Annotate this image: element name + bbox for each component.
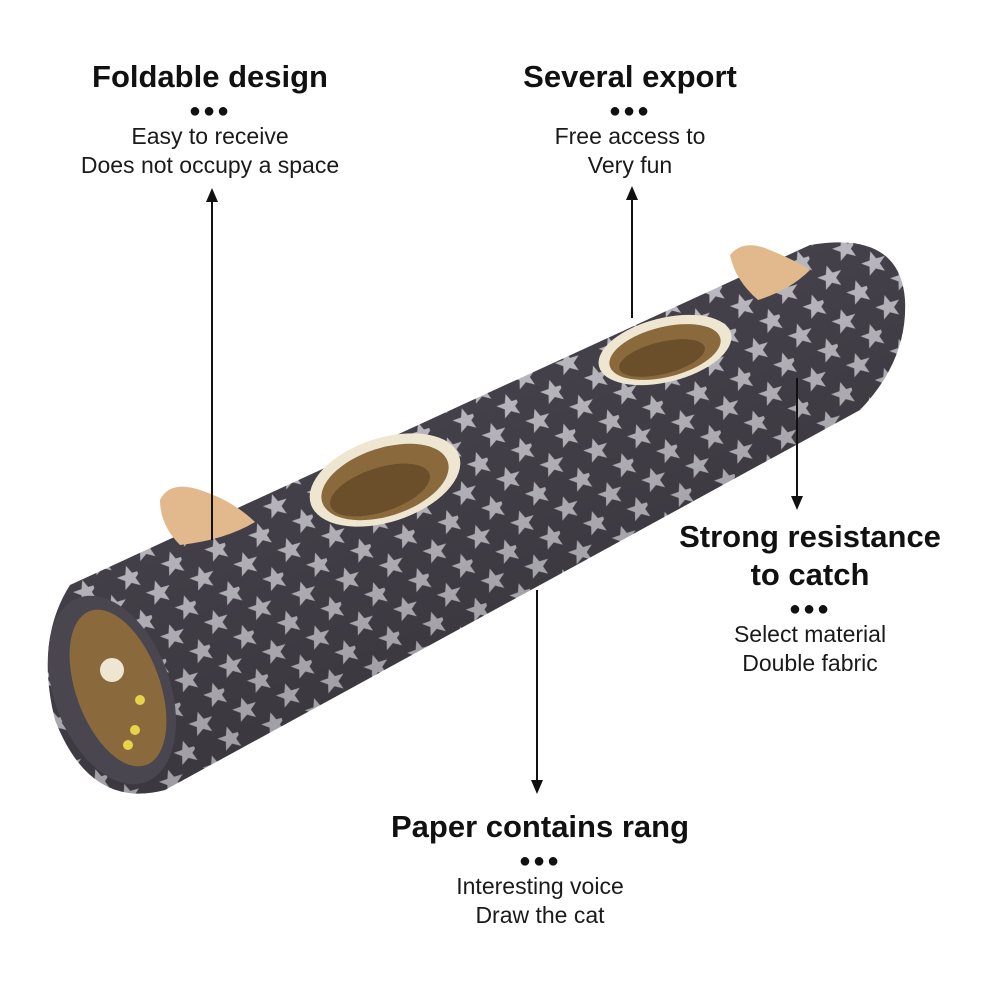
tunnel-hole-middle <box>309 433 461 527</box>
callout-title: to catch <box>750 557 870 592</box>
dots-icon: ●●● <box>188 100 232 122</box>
callout-line: Very fun <box>587 152 673 178</box>
callout-line: Double fabric <box>742 650 878 676</box>
callout-line: Draw the cat <box>475 902 605 928</box>
callout-title: Several export <box>523 59 737 94</box>
callout-strong-resistance: Strong resistance to catch ●●● Select ma… <box>650 518 970 678</box>
callout-line: Select material <box>733 621 887 647</box>
arrow-export <box>626 186 638 318</box>
ear-right <box>730 245 810 300</box>
callout-title: Paper contains rang <box>390 809 690 844</box>
arrow-foldable <box>206 188 218 540</box>
callout-line: Easy to receive <box>131 123 289 149</box>
arrow-paper <box>531 590 543 794</box>
callout-foldable-design: Foldable design ●●● Easy to receive Does… <box>40 58 380 180</box>
callout-line: Does not occupy a space <box>80 152 340 178</box>
dots-icon: ●●● <box>788 598 832 620</box>
dots-icon: ●●● <box>608 100 652 122</box>
ear-left <box>160 486 255 545</box>
callout-paper-contains-rang: Paper contains rang ●●● Interesting voic… <box>330 808 750 930</box>
arrow-strong <box>791 378 803 510</box>
callout-title: Strong resistance <box>679 519 941 554</box>
dots-icon: ●●● <box>518 850 562 872</box>
callout-line: Free access to <box>554 123 706 149</box>
callout-title: Foldable design <box>92 59 328 94</box>
tunnel-body <box>47 242 906 794</box>
tunnel-hole-top <box>598 314 732 386</box>
callout-several-export: Several export ●●● Free access to Very f… <box>450 58 810 180</box>
callout-line: Interesting voice <box>456 873 624 899</box>
